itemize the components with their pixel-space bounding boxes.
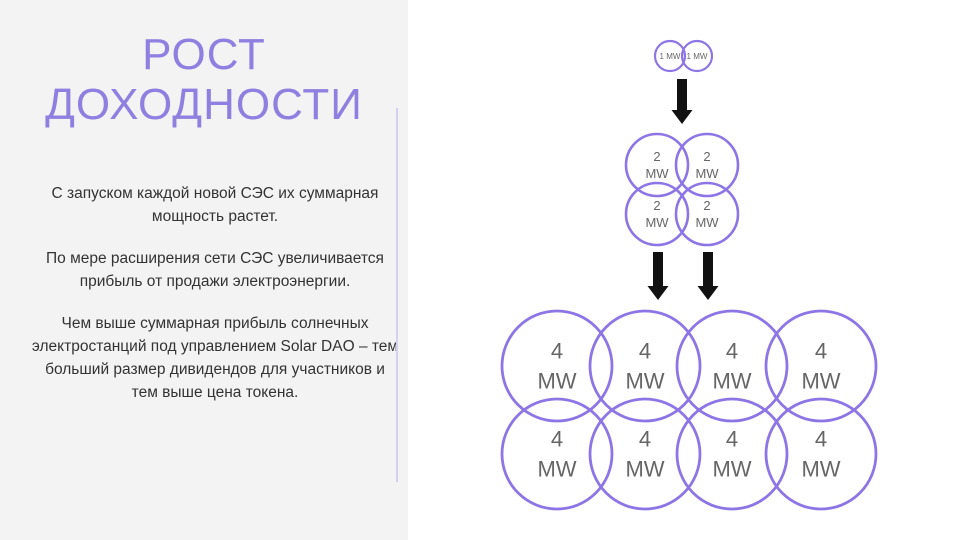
down-arrow: [697, 252, 719, 300]
circle-label: 1 MW: [687, 52, 708, 61]
vertical-divider: [396, 108, 398, 482]
circle-label-unit: MW: [645, 215, 669, 230]
circle-label-number: 2: [653, 149, 660, 164]
circle-label-unit: MW: [695, 215, 719, 230]
circle-label-number: 4: [639, 427, 651, 452]
circle-label-unit: MW: [695, 166, 719, 181]
down-arrow: [647, 252, 669, 300]
circle-4mw: [764, 309, 878, 423]
paragraph-1: С запуском каждой новой СЭС их суммарная…: [51, 185, 379, 225]
circle-4mw: [588, 397, 702, 511]
circle-2mw: [674, 181, 740, 247]
circle-2mw: [674, 132, 740, 198]
circle-label-unit: MW: [801, 457, 840, 482]
circle-4mw: [500, 397, 614, 511]
circle-label-unit: MW: [801, 369, 840, 394]
circle-label-number: 2: [703, 149, 710, 164]
circle-4mw: [675, 309, 789, 423]
circle-label-unit: MW: [625, 369, 664, 394]
circle-label-unit: MW: [712, 457, 751, 482]
title-line-2: ДОХОДНОСТИ: [45, 80, 363, 129]
paragraph-2: По мере расширения сети СЭС увеличиваетс…: [46, 250, 384, 290]
description: С запуском каждой новой СЭС их суммарная…: [30, 182, 400, 423]
page-title: РОСТ ДОХОДНОСТИ: [0, 30, 408, 130]
text-panel: РОСТ ДОХОДНОСТИ С запуском каждой новой …: [0, 0, 408, 540]
circle-1mw: [653, 39, 687, 73]
circle-label-number: 4: [639, 339, 651, 364]
circle-label-number: 4: [551, 427, 563, 452]
paragraph-3: Чем выше суммарная прибыль солнечных эле…: [31, 315, 399, 401]
circle-4mw: [764, 397, 878, 511]
circle-1mw: [680, 39, 714, 73]
circle-label-number: 4: [726, 339, 738, 364]
circle-label-number: 4: [551, 339, 563, 364]
circle-label-number: 2: [653, 198, 660, 213]
circle-4mw: [675, 397, 789, 511]
circle-label-unit: MW: [537, 457, 576, 482]
circle-4mw: [500, 309, 614, 423]
title-line-1: РОСТ: [142, 30, 266, 79]
circle-4mw: [588, 309, 702, 423]
circle-label-unit: MW: [625, 457, 664, 482]
circle-label-number: 2: [703, 198, 710, 213]
circle-label: 1 MW: [660, 52, 681, 61]
circle-label-number: 4: [815, 339, 827, 364]
down-arrow: [671, 79, 693, 124]
circle-label-number: 4: [815, 427, 827, 452]
circle-2mw: [624, 181, 690, 247]
circle-label-unit: MW: [537, 369, 576, 394]
circle-label-unit: MW: [712, 369, 751, 394]
circle-label-number: 4: [726, 427, 738, 452]
circle-2mw: [624, 132, 690, 198]
circle-label-unit: MW: [645, 166, 669, 181]
